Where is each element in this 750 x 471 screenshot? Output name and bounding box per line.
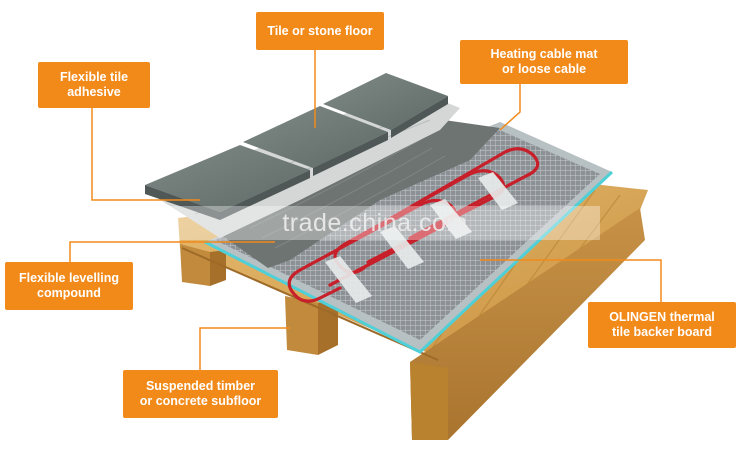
watermark: trade.china.com bbox=[150, 206, 600, 240]
label-levelling-compound: Flexible levelling compound bbox=[5, 262, 133, 310]
joist-front-face bbox=[410, 362, 448, 440]
label-line: or loose cable bbox=[502, 62, 586, 77]
label-line: or concrete subfloor bbox=[140, 394, 262, 409]
joist-back-side bbox=[210, 250, 226, 286]
label-line: Tile or stone floor bbox=[267, 24, 372, 39]
label-line: Flexible tile bbox=[60, 70, 128, 85]
label-line: OLINGEN thermal bbox=[609, 310, 715, 325]
label-backer-board: OLINGEN thermal tile backer board bbox=[588, 302, 736, 348]
label-line: Suspended timber bbox=[146, 379, 255, 394]
label-subfloor: Suspended timber or concrete subfloor bbox=[123, 370, 278, 418]
label-line: Heating cable mat bbox=[491, 47, 598, 62]
label-line: tile backer board bbox=[612, 325, 712, 340]
label-line: compound bbox=[37, 286, 101, 301]
label-line: Flexible levelling bbox=[19, 271, 119, 286]
label-heating-cable: Heating cable mat or loose cable bbox=[460, 40, 628, 84]
label-line: adhesive bbox=[67, 85, 121, 100]
label-tile-adhesive: Flexible tile adhesive bbox=[38, 62, 150, 108]
label-tile-floor: Tile or stone floor bbox=[256, 12, 384, 50]
leader-heating-cable bbox=[500, 84, 520, 130]
leader-subfloor bbox=[200, 328, 290, 370]
